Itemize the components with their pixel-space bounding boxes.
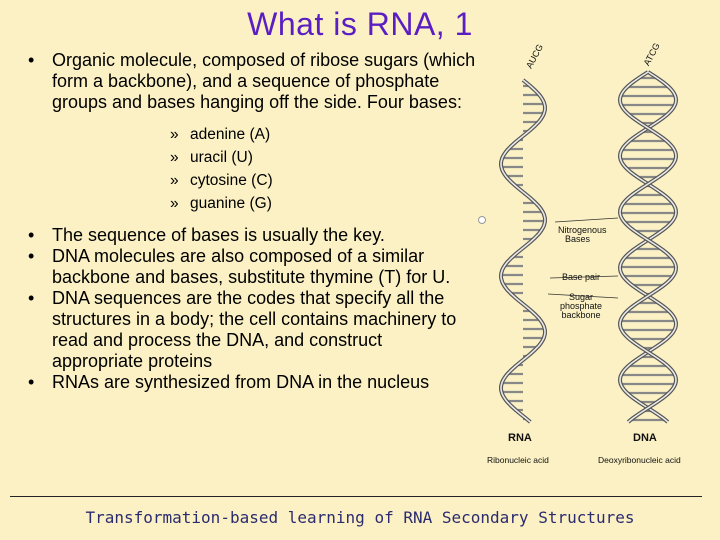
base-text: cytosine (C) [190,172,273,189]
backbone-strand [617,70,679,424]
backbone-highlight [500,79,546,423]
pointer-lines [547,217,619,299]
rna-caption: Ribonucleic acid [487,455,549,465]
base-item: » adenine (A) [170,123,478,146]
bullet-text: RNAs are synthesized from DNA in the nuc… [52,372,430,392]
bullet-item: • Organic molecule, composed of ribose s… [28,50,478,113]
bullet-item: • DNA molecules are also composed of a s… [28,246,478,288]
dna-heading: DNA [633,432,657,444]
backbone-strand [617,70,679,424]
bullet-text: DNA molecules are also composed of a sim… [52,246,451,287]
bullet-list: • Organic molecule, composed of ribose s… [28,50,478,393]
rna-heading: RNA [508,432,532,444]
bullet-item: • DNA sequences are the codes that speci… [28,288,478,372]
base-text: guanine (G) [190,195,272,212]
bullet-marker: • [28,372,35,392]
bullet-text: Organic molecule, composed of ribose sug… [52,50,476,112]
bullet-marker: • [28,50,35,70]
bullet-text: DNA sequences are the codes that specify… [52,288,457,371]
bullet-marker: • [28,288,35,308]
helix-illustration [498,70,679,424]
bullet-marker: • [28,246,35,266]
base-pair-label: Base pair [562,272,601,282]
base-text: adenine (A) [190,126,271,143]
bullet-marker: • [28,225,35,245]
sub-marker: » [170,195,179,212]
sub-marker: » [170,149,179,166]
selection-handle [478,216,486,224]
rna-helix [498,78,548,424]
dna-helix [617,70,679,424]
nitrogenous-label: Nitrogenous Bases [558,225,607,244]
base-item: » uracil (U) [170,146,478,169]
base-text: uracil (U) [190,149,253,166]
footer-text: Transformation-based learning of RNA Sec… [85,508,635,527]
footer-divider [10,496,702,497]
dna-caption: Deoxyribonucleic acid [598,455,681,465]
base-item: » guanine (G) [170,192,478,215]
sugar-phosphate-label: Sugar phosphate backbone [560,292,603,320]
bullet-item: • RNAs are synthesized from DNA in the n… [28,372,478,393]
backbone-highlight [619,71,677,423]
slide-title: What is RNA, 1 [247,6,473,42]
sub-marker: » [170,126,179,143]
rna-dna-figure: AUCG ATCG Nitrogenous Bases Base pair Su… [478,41,714,472]
backbone-highlight [619,71,677,423]
sub-marker: » [170,172,179,189]
bases-list: » adenine (A) » uracil (U) » cytosine (C… [28,123,478,215]
bullet-text: The sequence of bases is usually the key… [52,225,385,245]
bullet-item: • The sequence of bases is usually the k… [28,225,478,246]
base-item: » cytosine (C) [170,169,478,192]
